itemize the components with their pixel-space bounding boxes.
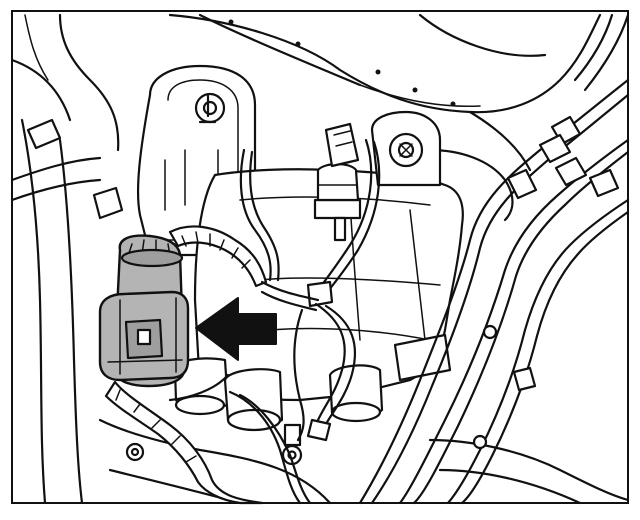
fuel-lines-right: [358, 13, 630, 505]
figure-frame: [11, 10, 629, 504]
mount-bolt-right: [370, 110, 442, 187]
pressure-sensor: [313, 122, 362, 242]
background-structure: [10, 13, 630, 505]
highlighted-electrical-connector: [98, 234, 190, 388]
left-arrow-icon: [195, 297, 277, 361]
direction-arrow: [195, 297, 277, 361]
wiring-harness: [104, 138, 381, 505]
solenoid-cylinders: [125, 333, 452, 466]
